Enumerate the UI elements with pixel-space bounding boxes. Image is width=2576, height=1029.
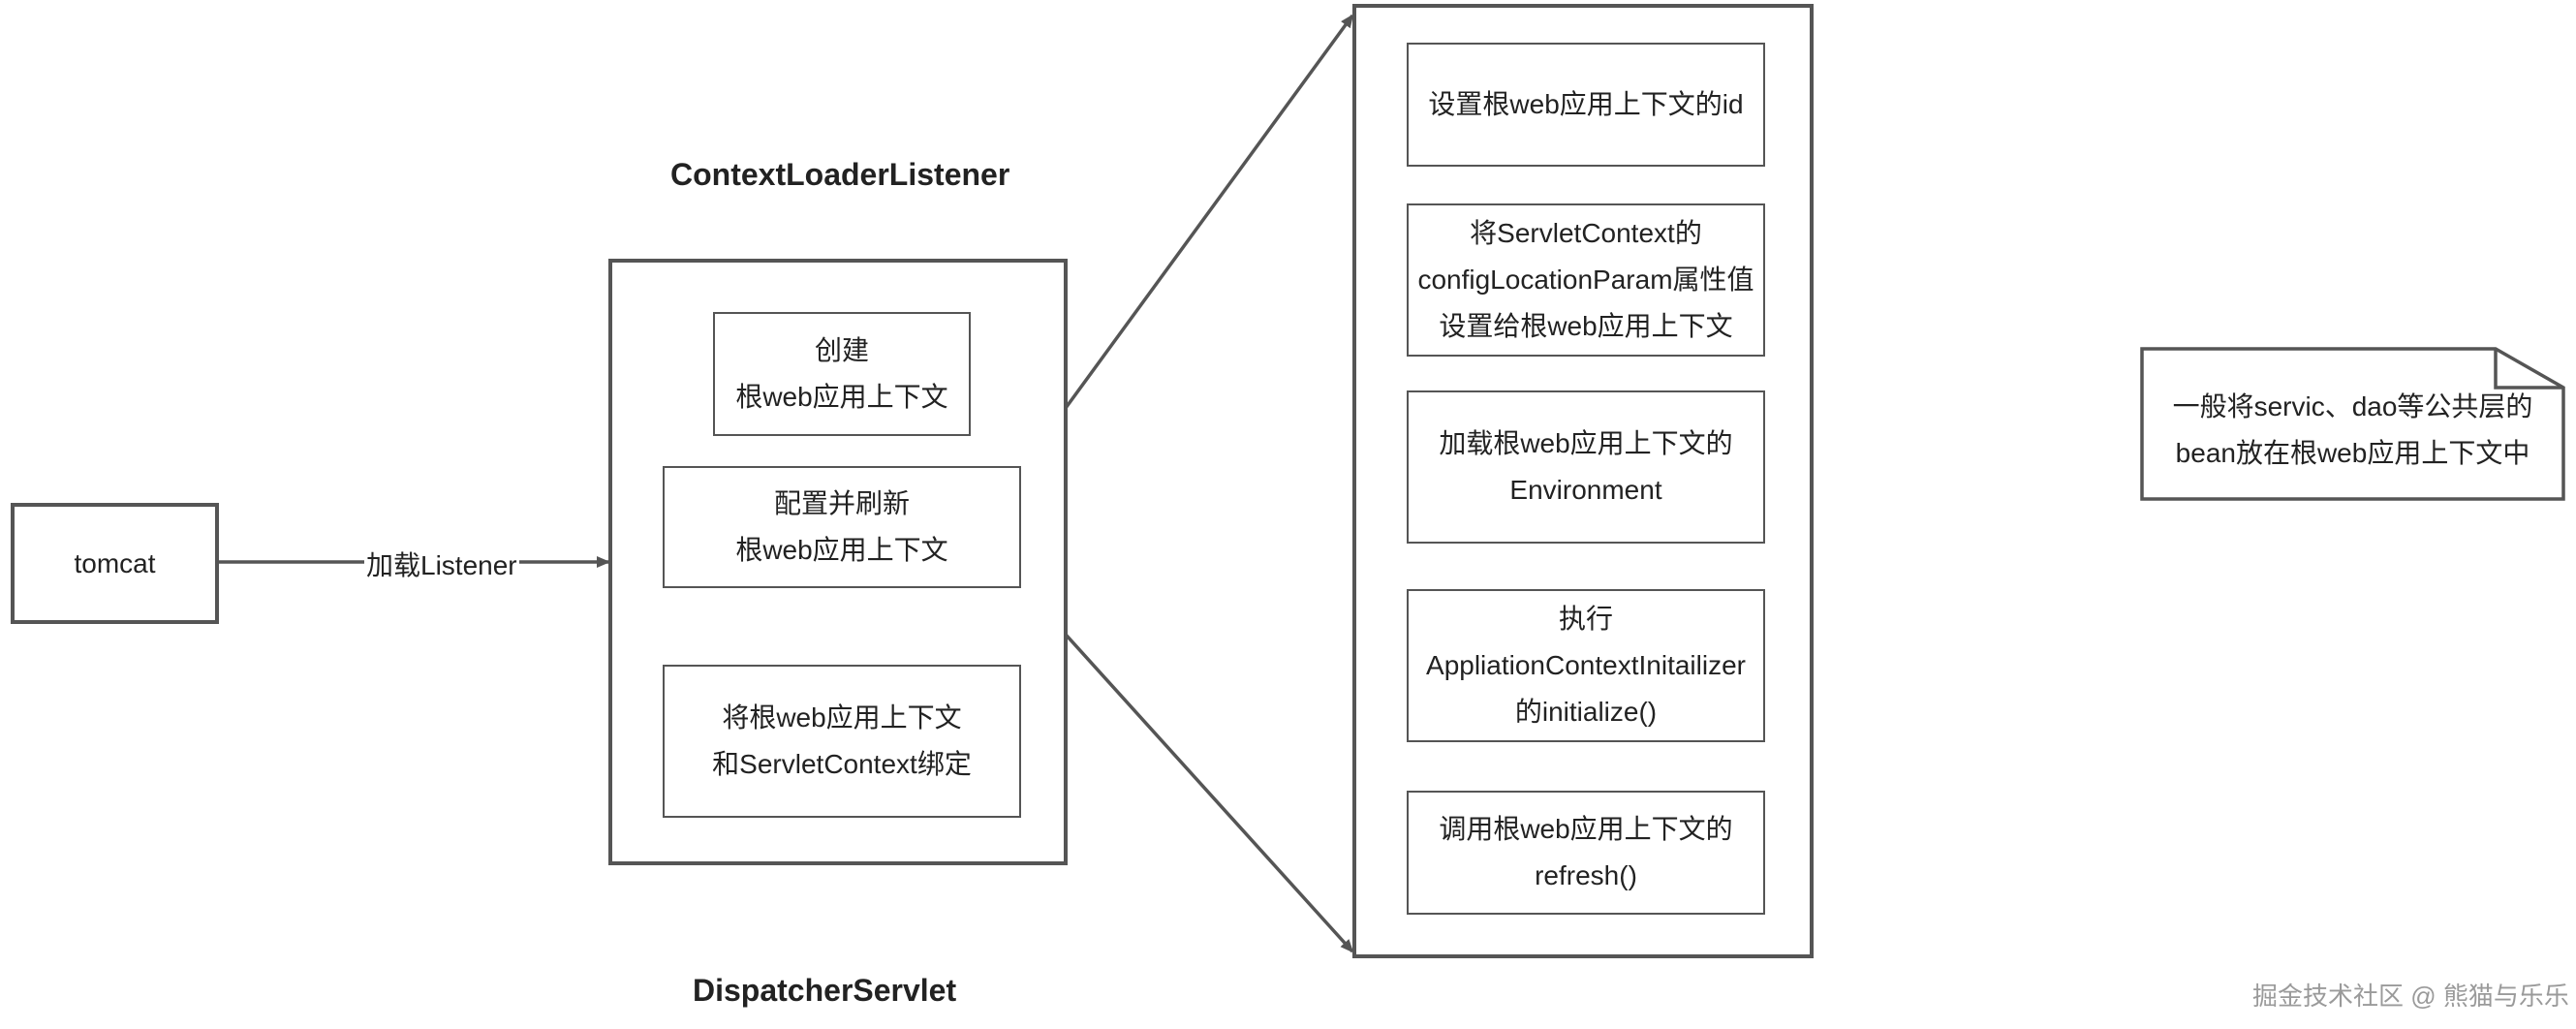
note-line: bean放在根web应用上下文中 <box>2175 438 2530 468</box>
bind-servlet-context-step: 将根web应用上下文 和ServletContext绑定 <box>663 665 1021 818</box>
load-environment-step: 加载根web应用上下文的 Environment <box>1407 390 1765 544</box>
load-listener-label: 加载Listener <box>364 545 519 583</box>
step-line: 根web应用上下文 <box>735 382 948 412</box>
step-line: 设置给根web应用上下文 <box>1439 311 1733 341</box>
configure-to-detail-top-arrow <box>1019 14 1354 471</box>
note-fold <box>2494 349 2563 390</box>
note-line: 一般将servic、dao等公共层的 <box>2172 391 2533 421</box>
create-root-context-step: 创建 根web应用上下文 <box>713 312 971 436</box>
step-line: 将根web应用上下文 <box>722 702 962 733</box>
configure-refresh-step: 配置并刷新 根web应用上下文 <box>663 466 1021 588</box>
step-line: refresh() <box>1535 860 1637 890</box>
note-shape <box>2140 347 2565 501</box>
step-line: configLocationParam属性值 <box>1417 265 1754 295</box>
context-loader-listener-title: ContextLoaderListener <box>670 157 1010 192</box>
step-line: 根web应用上下文 <box>735 535 948 565</box>
step-line: 和ServletContext绑定 <box>712 749 972 779</box>
shared-beans-note: 一般将servic、dao等公共层的 bean放在根web应用上下文中 <box>2142 372 2563 488</box>
call-refresh-step: 调用根web应用上下文的 refresh() <box>1407 791 1765 915</box>
tomcat-label: tomcat <box>74 547 156 578</box>
step-line: 创建 <box>814 335 869 365</box>
step-line: Environment <box>1509 475 1662 505</box>
set-config-location-step: 将ServletContext的 configLocationParam属性值 … <box>1407 203 1765 357</box>
step-line: 执行 <box>1558 604 1613 634</box>
step-line: 配置并刷新 <box>773 488 910 518</box>
step-line: 加载根web应用上下文的 <box>1439 428 1733 458</box>
run-initializer-step: 执行 AppliationContextInitailizer 的initial… <box>1407 589 1765 742</box>
step-line: AppliationContextInitailizer <box>1426 650 1746 680</box>
configure-to-detail-bottom-arrow <box>1019 583 1354 953</box>
tomcat-box: tomcat <box>11 503 219 624</box>
step-line: 将ServletContext的 <box>1470 218 1702 248</box>
set-context-id-step: 设置根web应用上下文的id <box>1407 43 1765 167</box>
step-line: 调用根web应用上下文的 <box>1439 814 1733 844</box>
dispatcher-servlet-title: DispatcherServlet <box>693 973 957 1008</box>
watermark: 掘金技术社区 @ 熊猫与乐乐 <box>2252 982 2569 1011</box>
step-line: 设置根web应用上下文的id <box>1428 89 1744 119</box>
step-line: 的initialize() <box>1514 697 1658 727</box>
